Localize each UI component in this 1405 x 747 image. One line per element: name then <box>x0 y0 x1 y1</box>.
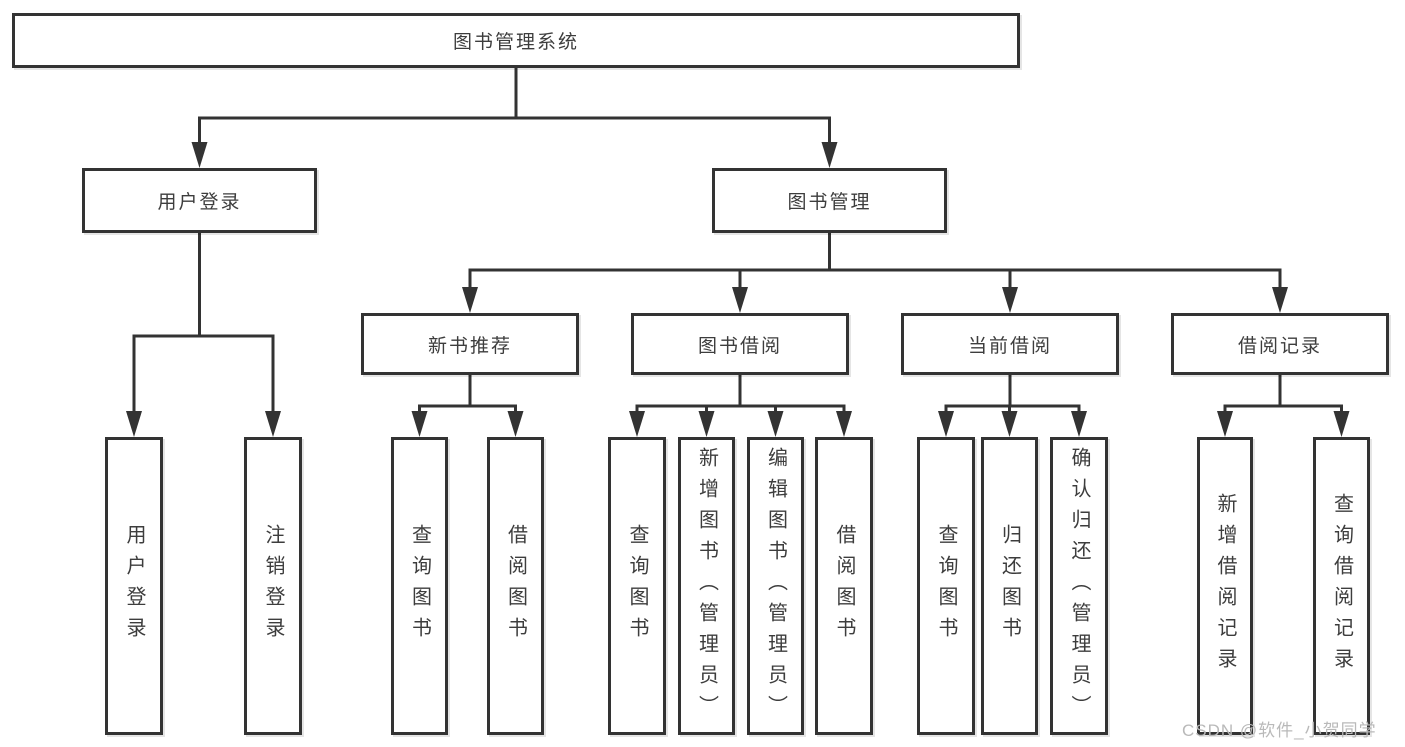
connector-new-book-recommend-to-leaves <box>411 373 524 437</box>
leaf-borrow-books-recommend: 借阅图书 <box>487 437 544 735</box>
leaf-return-books: 归还图书 <box>981 437 1038 735</box>
node-borrowing-records: 借阅记录 <box>1171 313 1389 375</box>
watermark: CSDN @软件_小贺同学 <box>1182 721 1377 740</box>
connector-root-to-level2 <box>191 66 838 168</box>
connector-book-management-to-level3 <box>462 231 1288 313</box>
leaf-add-borrow-record: 新增借阅记录 <box>1197 437 1253 735</box>
leaf-query-books-recommend: 查询图书 <box>391 437 448 735</box>
connector-user-login-to-leaves <box>126 231 281 437</box>
connector-book-borrowing-to-leaves <box>629 373 852 437</box>
leaf-query-borrow-record: 查询借阅记录 <box>1313 437 1370 735</box>
leaf-borrow-books-borrowing: 借阅图书 <box>815 437 873 735</box>
node-current-borrowing: 当前借阅 <box>901 313 1119 375</box>
leaf-query-books-current: 查询图书 <box>917 437 975 735</box>
node-root-system: 图书管理系统 <box>12 13 1020 68</box>
node-book-borrowing: 图书借阅 <box>631 313 849 375</box>
node-new-book-recommend: 新书推荐 <box>361 313 579 375</box>
connector-current-borrowing-to-leaves <box>938 373 1087 437</box>
connector-borrowing-records-to-leaves <box>1217 373 1350 437</box>
node-book-management: 图书管理 <box>712 168 947 233</box>
leaf-logout: 注销登录 <box>244 437 302 735</box>
leaf-confirm-return-admin: 确认归还（管理员） <box>1050 437 1108 735</box>
leaf-add-books-admin: 新增图书（管理员） <box>678 437 735 735</box>
leaf-query-books-borrowing: 查询图书 <box>608 437 666 735</box>
node-user-login-group: 用户登录 <box>82 168 317 233</box>
leaf-user-login: 用户登录 <box>105 437 163 735</box>
leaf-edit-books-admin: 编辑图书（管理员） <box>747 437 804 735</box>
